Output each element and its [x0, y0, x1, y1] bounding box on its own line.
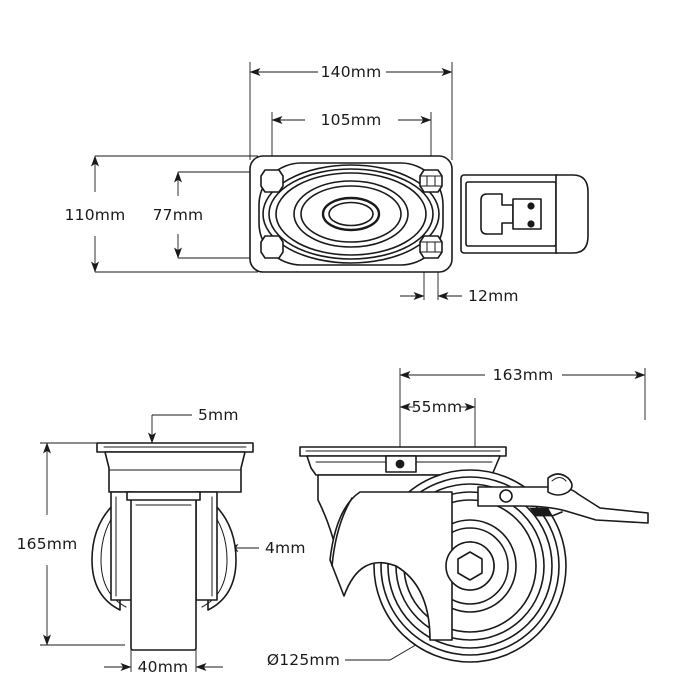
dimension-110mm-label: 110mm — [65, 206, 126, 224]
brake-rivet-lower — [527, 220, 535, 228]
top-view-swivel-raceway — [258, 162, 444, 266]
dimension-5mm-label: 5mm — [198, 406, 239, 424]
dimension-140mm: 140mm — [249, 63, 453, 81]
mounting-hole-top-left — [260, 169, 284, 193]
brake-pedal-plate — [555, 174, 589, 254]
dimension-55mm: 55mm — [399, 398, 476, 416]
side-view-axle-hex-nut — [457, 551, 483, 581]
front-view-group: 5mm 165mm 40mm 4mm — [17, 406, 306, 676]
dimension-163mm: 163mm — [399, 366, 646, 384]
brake-rivet-upper — [527, 202, 535, 210]
mounting-hole-top-right — [419, 169, 443, 193]
dimension-140mm-label: 140mm — [321, 63, 382, 81]
front-view-mounting-plate — [96, 442, 254, 453]
dimension-110mm: 110mm — [65, 155, 126, 273]
dimension-55mm-label: 55mm — [412, 398, 463, 416]
dimension-125mm-label: Ø125mm — [267, 651, 340, 669]
dimension-77mm-label: 77mm — [153, 206, 204, 224]
mounting-hole-bottom-right — [419, 235, 443, 259]
side-view-group: 163mm 55mm Ø125mm — [267, 366, 649, 669]
side-view-mounting-plate — [299, 446, 507, 457]
dimension-105mm-label: 105mm — [321, 111, 382, 129]
dimension-165mm: 165mm — [17, 442, 78, 646]
dimension-163mm-label: 163mm — [493, 366, 554, 384]
top-view-mounting-holes — [260, 169, 443, 259]
mounting-hole-bottom-left — [260, 235, 284, 259]
top-view-brake-assembly — [460, 174, 589, 254]
dimension-77mm: 77mm — [153, 171, 204, 259]
dimension-12mm-label: 12mm — [468, 287, 519, 305]
dimension-40mm: 40mm — [104, 658, 223, 676]
front-view-swivel-housing — [104, 451, 246, 493]
front-view-fork-crossbar — [126, 491, 201, 501]
brake-latch-detail — [480, 193, 542, 235]
side-view-axle-hub — [445, 541, 495, 591]
dimension-40mm-label: 40mm — [138, 658, 189, 676]
dimension-12mm: 12mm — [400, 287, 519, 305]
front-view-tread — [130, 495, 197, 651]
side-view-kingpin-rivet — [395, 459, 405, 469]
dimension-105mm: 105mm — [271, 111, 432, 129]
side-view-brake-lever — [477, 473, 649, 524]
dimension-165mm-label: 165mm — [17, 535, 78, 553]
side-view-fork-arm — [329, 491, 453, 641]
brake-lever-pivot-hole — [499, 489, 513, 503]
dimension-4mm-label: 4mm — [265, 539, 306, 557]
top-view-group: 140mm 105mm 110mm 77mm 12mm — [65, 62, 589, 305]
